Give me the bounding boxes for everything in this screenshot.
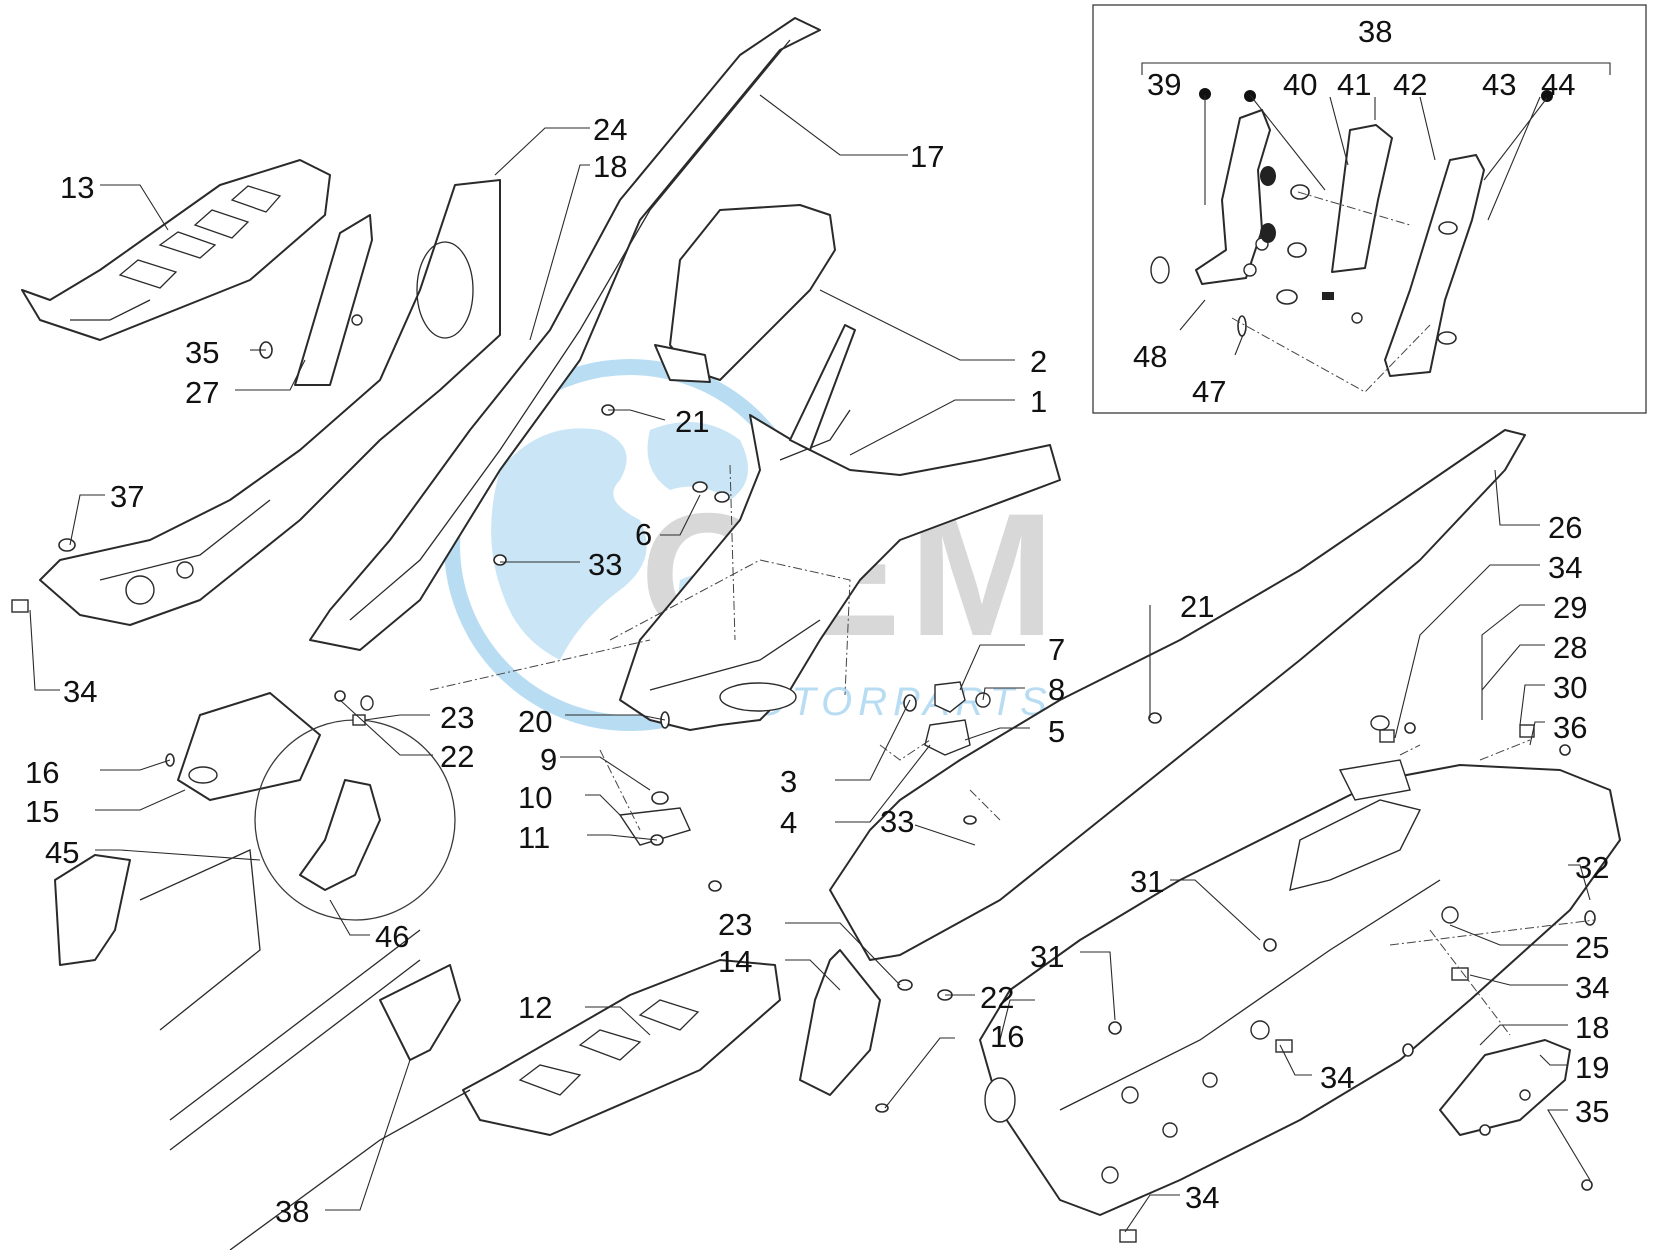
callout-31b: 31 [1030, 939, 1064, 974]
callout-27: 27 [185, 375, 219, 410]
side-cover-43 [1384, 154, 1485, 377]
callout-9: 9 [540, 742, 557, 777]
callout-31a: 31 [1130, 864, 1164, 899]
callout-16b: 16 [990, 1019, 1024, 1054]
callout-5: 5 [1048, 714, 1065, 749]
callout-11: 11 [518, 820, 550, 855]
callout-12: 12 [518, 990, 552, 1025]
callout-45: 45 [45, 835, 79, 870]
callout-22a: 22 [440, 739, 474, 774]
frame-detail-45-46 [54, 719, 471, 1250]
callout-6: 6 [635, 517, 652, 552]
callout-2: 2 [1030, 344, 1047, 379]
washer-39 [1150, 256, 1170, 284]
callout-30: 30 [1553, 670, 1587, 705]
inset-detail-38: 38 [1092, 4, 1647, 414]
callout-10: 10 [518, 780, 552, 815]
callout-34b: 34 [1548, 550, 1582, 585]
callout-23b: 23 [718, 907, 752, 942]
shield-14 [799, 949, 881, 1096]
callout-34c: 34 [1575, 970, 1609, 1005]
callout-1: 1 [1030, 384, 1047, 419]
cover-27 [294, 214, 373, 386]
callout-20: 20 [518, 704, 552, 739]
screw-icon [1237, 166, 1310, 337]
callout-8: 8 [1048, 672, 1065, 707]
callout-44: 44 [1541, 67, 1575, 102]
callout-3: 3 [780, 764, 797, 799]
callout-32: 32 [1575, 850, 1609, 885]
callout-labels: 1 2 3 4 5 6 7 8 9 10 11 12 13 14 15 16 1… [25, 67, 1609, 1229]
hinge-bracket [1195, 109, 1271, 285]
hinge-cover [1331, 124, 1393, 273]
callout-22b: 22 [980, 980, 1014, 1015]
callout-47: 47 [1192, 374, 1226, 409]
callout-48: 48 [1133, 339, 1167, 374]
callout-26: 26 [1548, 510, 1582, 545]
callout-35a: 35 [185, 335, 219, 370]
callout-15: 15 [25, 794, 59, 829]
callout-41: 41 [1337, 67, 1371, 102]
callout-17: 17 [910, 139, 944, 174]
callout-33b: 33 [880, 804, 914, 839]
callout-28: 28 [1553, 630, 1587, 665]
bracket-9-10-11 [618, 791, 722, 892]
leader-lines [29, 94, 1591, 1233]
callout-34a: 34 [63, 674, 97, 709]
rail-17 [309, 17, 821, 651]
callout-19: 19 [1575, 1050, 1609, 1085]
callout-39: 39 [1147, 67, 1181, 102]
inset-label: 38 [1358, 14, 1392, 49]
callout-38: 38 [275, 1194, 309, 1229]
callout-37: 37 [110, 479, 144, 514]
clip-icon [11, 599, 1535, 1243]
callout-40: 40 [1283, 67, 1317, 102]
callout-13: 13 [60, 170, 94, 205]
callout-34d: 34 [1320, 1060, 1354, 1095]
callout-25: 25 [1575, 930, 1609, 965]
callout-24: 24 [593, 112, 627, 147]
callout-18a: 18 [593, 149, 627, 184]
callout-29: 29 [1553, 590, 1587, 625]
cover-19 [1439, 1039, 1571, 1136]
callout-18b: 18 [1575, 1010, 1609, 1045]
callout-35b: 35 [1575, 1094, 1609, 1129]
callout-36: 36 [1553, 710, 1587, 745]
callout-42: 42 [1393, 67, 1427, 102]
callout-21b: 21 [1180, 589, 1214, 624]
alignment-lines [429, 464, 1596, 1036]
left-side-panel-24 [39, 179, 501, 626]
callout-23a: 23 [440, 700, 474, 735]
callout-14: 14 [718, 944, 752, 979]
callout-4: 4 [780, 805, 797, 840]
callout-21a: 21 [675, 404, 709, 439]
footboard-mat-12 [462, 959, 781, 1136]
central-tunnel-1 [619, 324, 1061, 731]
callout-16a: 16 [25, 755, 59, 790]
inset-frame [1092, 4, 1647, 414]
right-side-panel-26 [829, 429, 1526, 961]
callout-7: 7 [1048, 632, 1065, 667]
callout-33a: 33 [588, 547, 622, 582]
callout-34e: 34 [1185, 1180, 1219, 1215]
footboard-mat-13 [21, 159, 331, 341]
seat-pad-2 [654, 204, 836, 383]
inspection-cover-15 [177, 692, 321, 801]
callout-46: 46 [375, 919, 409, 954]
callout-43: 43 [1482, 67, 1516, 102]
